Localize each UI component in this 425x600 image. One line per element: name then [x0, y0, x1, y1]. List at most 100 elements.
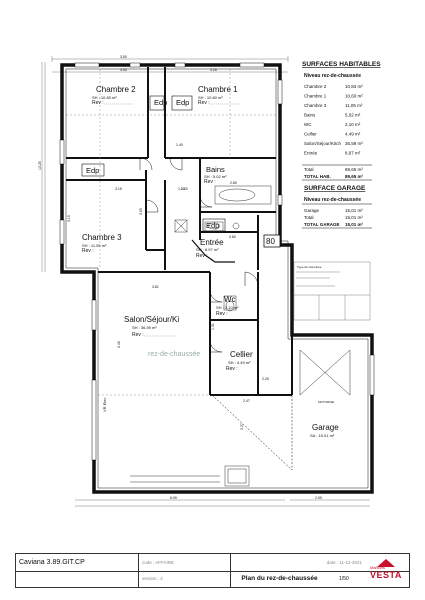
- room-surface: SH : 5.02 m²: [204, 174, 227, 179]
- dim-label: 2.25: [262, 377, 269, 381]
- date-label: date : 11-12-2021: [326, 559, 362, 565]
- step-label: 80: [266, 237, 275, 246]
- edp-label: Edp: [154, 98, 167, 107]
- dim-label: 3.65: [139, 208, 143, 215]
- dim-label: 3.15: [115, 187, 122, 191]
- dim-bottom: 6.99: [170, 496, 177, 500]
- surfaces-row-label: Cellier: [304, 132, 317, 137]
- room-surface: SH : 10.60 m²: [198, 95, 223, 100]
- dim-top-2: 3.50: [120, 68, 127, 72]
- room-surface: SH : 11.05 m²: [82, 243, 107, 248]
- room-surface: SH : 2.10 m²: [216, 305, 239, 310]
- surfaces-row-value: 11,05 m²: [345, 103, 363, 108]
- room-rev: Rev :: [226, 366, 238, 372]
- dim-label: 0.80: [229, 235, 236, 239]
- logo-small-text: Maisons: [370, 565, 385, 570]
- surfaces-row-value: 10,60 m²: [345, 94, 363, 99]
- surfaces-total-value: 89,65 m²: [345, 167, 363, 172]
- title-block: Caviana 3.89.GIT.CP code : AFFAIRE date …: [15, 553, 410, 588]
- surfaces-table: SURFACES HABITABLES Niveau rez-de-chauss…: [302, 61, 381, 229]
- surfaces-subtitle: Niveau rez-de-chaussée: [304, 73, 361, 79]
- room-name: Cellier: [230, 350, 253, 359]
- dim-top-3: 3.26: [210, 68, 217, 72]
- room-surface: SA : 15.01 m²: [310, 433, 335, 438]
- room-salon: Salon/Séjour/Ki SH : 36.59 m² Rev :: [124, 315, 179, 338]
- room-chambre2: Chambre 2 SH : 10.83 m² Rev :: [92, 85, 136, 106]
- room-surface: SH : 4.49 m²: [228, 360, 251, 365]
- edp-boxes: [81, 95, 226, 232]
- surfaces-row-value: 8,97 m²: [345, 151, 361, 156]
- room-name: Salon/Séjour/Ki: [124, 315, 179, 324]
- windows: [59, 62, 375, 461]
- surfaces-rows: Chambre 2 10,83 m² Chambre 1 10,60 m² Chambr…: [304, 84, 363, 156]
- page-number: 1/50: [339, 575, 349, 582]
- room-wc: Wc SH : 2.10 m² Rev :: [216, 295, 239, 317]
- version-label: version : 2: [138, 570, 230, 587]
- surfaces-row-label: WC: [304, 122, 312, 127]
- surfaces-row-label: Chambre 2: [304, 84, 327, 89]
- garage-surface-subtitle: Niveau rez-de-chaussée: [304, 197, 361, 203]
- room-cellier: Cellier SH : 4.49 m² Rev :: [226, 350, 253, 372]
- blank-cell: [16, 571, 138, 588]
- garage-total-value: 15,01 m²: [345, 215, 363, 220]
- logo-big-text: VESTA: [370, 570, 402, 580]
- dim-label: 1.20: [178, 187, 185, 191]
- vr-label: VR Elec: [102, 398, 107, 412]
- room-name: Chambre 1: [198, 85, 238, 94]
- inner-dims: 1.20 2.80 3.15 3.65 1.40 1.20 0.80 3.81 …: [67, 143, 269, 430]
- dim-label: 2.47: [243, 399, 250, 403]
- surfaces-row-value: 2,10 m²: [345, 122, 361, 127]
- surfaces-row-label: Salon/Séjour/Kitch: [304, 141, 342, 146]
- garage-total-label: Total: [304, 215, 314, 220]
- surfaces-row-value: 10,83 m²: [345, 84, 363, 89]
- dim-bottom-right: 2.99: [315, 496, 322, 500]
- motorise-label: MOTORISE: [318, 400, 334, 404]
- axis-lines: [66, 69, 276, 396]
- code-label: code : AFFAIRE: [138, 554, 230, 571]
- surfaces-row-value: 4,49 m²: [345, 132, 361, 137]
- surfaces-total-hab-value: 89,65 m²: [345, 174, 364, 179]
- room-surface: SH : 8.97 m²: [196, 247, 219, 252]
- room-entree: Entrée SH : 8.97 m² Rev :: [196, 238, 224, 259]
- title-block-row-1: Caviana 3.89.GIT.CP code : AFFAIRE date …: [16, 554, 409, 572]
- dimension-lines: [41, 56, 370, 507]
- room-name: Chambre 2: [96, 85, 136, 94]
- room-rev: Rev :: [216, 311, 228, 317]
- house-icon: [377, 559, 395, 567]
- surfaces-total-hab-label: TOTAL HAB.: [304, 174, 331, 179]
- surfaces-title: SURFACES HABITABLES: [302, 61, 381, 68]
- doors: [139, 157, 293, 471]
- plan-title: Plan du rez-de-chaussée: [230, 570, 328, 587]
- room-name: Wc: [224, 295, 236, 304]
- surfaces-row-label: Bains: [304, 113, 316, 118]
- room-rev: Rev :: [196, 253, 208, 259]
- edp-label: Edp: [176, 98, 189, 107]
- dim-label: 3.37: [240, 423, 244, 430]
- vesta-logo: Maisons VESTA: [369, 559, 403, 583]
- surfaces-total-label: Total: [304, 167, 314, 172]
- room-name: Garage: [312, 423, 339, 432]
- surfaces-row-label: Entrée: [304, 151, 318, 156]
- room-rev: Rev :: [92, 100, 104, 106]
- dim-label: 1.40: [176, 143, 183, 147]
- garage-row-value: 15,01 m²: [345, 208, 363, 213]
- project-name: Caviana 3.89.GIT.CP: [19, 558, 85, 566]
- surfaces-row-label: Chambre 1: [304, 94, 327, 99]
- dim-label: 3.15: [67, 215, 71, 222]
- date-cell: date : 11-12-2021: [230, 554, 370, 571]
- edp-labels: Edp Edp Edp Edp: [86, 98, 219, 230]
- garage-total-garage-label: TOTAL GARAGE: [304, 222, 340, 227]
- title-block-row-2: version : 2 Plan du rez-de-chaussée 1/50: [16, 570, 409, 588]
- room-bains: Bains SH : 5.02 m² Rev :: [204, 165, 227, 185]
- dim-label: 2.80: [230, 181, 237, 185]
- surfaces-row-label: Chambre 3: [304, 103, 327, 108]
- dim-left: 13.25: [38, 161, 42, 170]
- entrance-step: [191, 239, 235, 263]
- step-marker: 80: [263, 234, 281, 248]
- legend-title: Type de cheminée: [297, 265, 322, 269]
- room-chambre1: Chambre 1 SH : 10.60 m² Rev :: [198, 85, 240, 106]
- room-rev: Rev :: [82, 248, 94, 254]
- dim-label: 1.20: [181, 187, 188, 191]
- room-rev: Rev :: [198, 100, 210, 106]
